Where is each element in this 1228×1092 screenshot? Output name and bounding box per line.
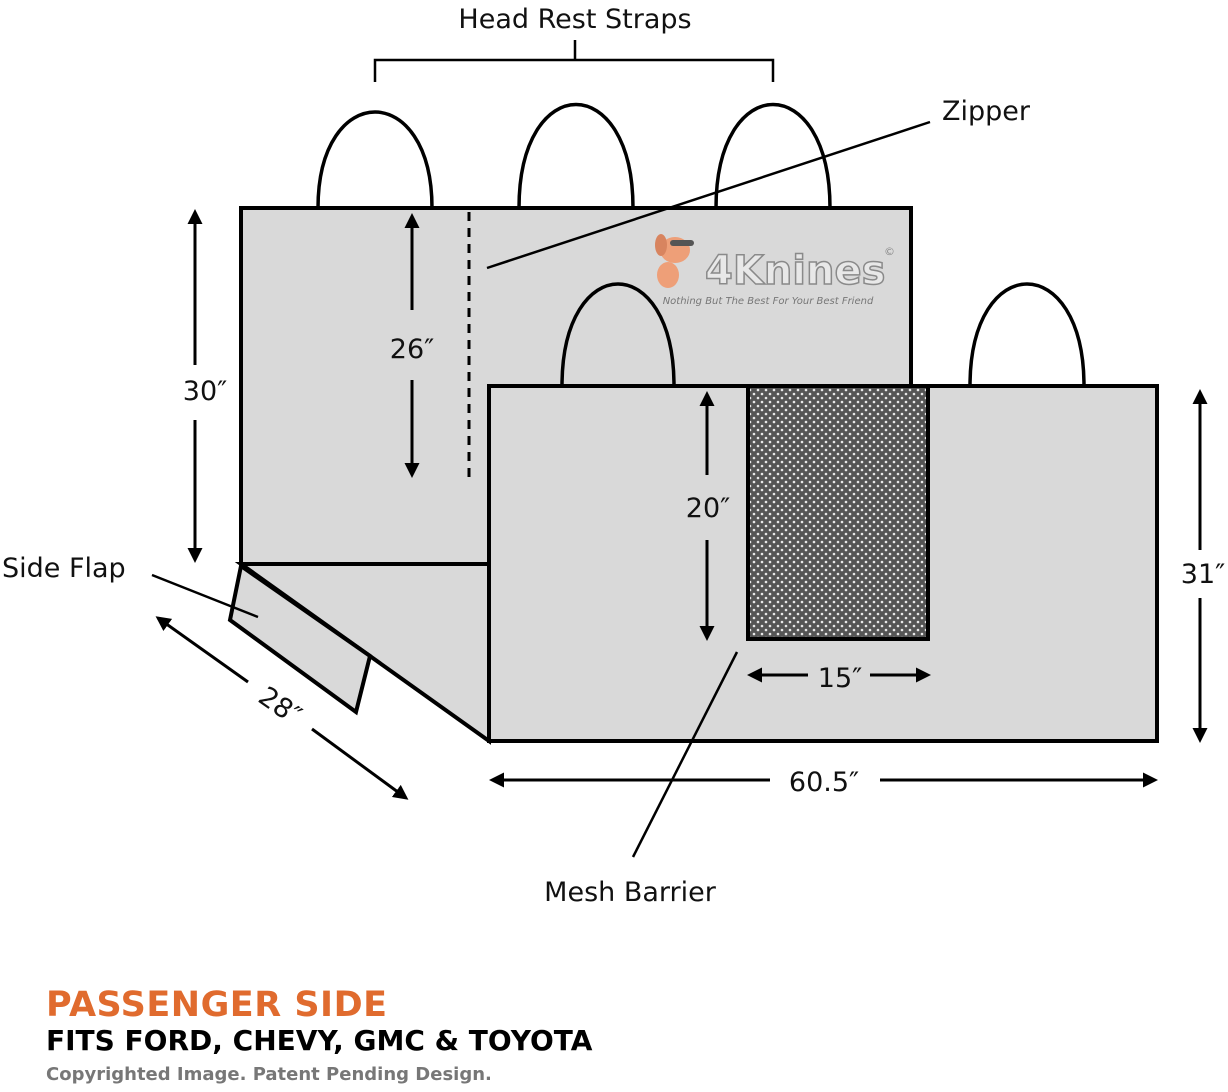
footer-title: PASSENGER SIDE: [46, 985, 388, 1025]
head-rest-strap-1: [316, 110, 434, 209]
footer-copyright: Copyrighted Image. Patent Pending Design…: [46, 1064, 492, 1085]
head-rest-strap-2: [517, 102, 635, 209]
front-strap-2: [968, 282, 1086, 387]
brand-name: 4Knines: [705, 248, 885, 294]
mesh-barrier-label: Mesh Barrier: [544, 877, 717, 908]
side-flap-label: Side Flap: [2, 553, 126, 584]
dim-28-arrow-top: [155, 616, 249, 684]
head-rest-straps-label: Head Rest Straps: [458, 4, 691, 35]
head-rest-strap-3: [714, 102, 832, 209]
dim-mesh-width: 15″: [818, 663, 862, 694]
zipper-label: Zipper: [942, 96, 1031, 127]
front-strap-1: [560, 282, 676, 387]
dim-depth: 28″: [253, 681, 307, 732]
dim-back-height: 30″: [183, 376, 227, 407]
dim-mesh-height: 20″: [686, 493, 730, 524]
brand-registered-mark: ©: [884, 245, 895, 258]
dim-width: 60.5″: [789, 767, 859, 798]
dim-zipper-height: 26″: [390, 334, 434, 365]
dim-front-height: 31″: [1181, 559, 1225, 590]
head-rest-bracket: [373, 40, 775, 82]
brand-tagline: Nothing But The Best For Your Best Frien…: [663, 296, 874, 307]
zipper-leader: [486, 120, 931, 270]
mesh-barrier-leader: [631, 651, 739, 858]
mesh-barrier: [746, 384, 930, 641]
dog-mascot-icon: [655, 234, 694, 288]
footer-subtitle: FITS FORD, CHEVY, GMC & TOYOTA: [46, 1024, 593, 1057]
dim-28-arrow-bottom: [311, 727, 409, 800]
brand-logo: 4Knines © Nothing But The Best For Your …: [655, 234, 895, 307]
side-flap: [227, 562, 373, 716]
side-flap-leader: [151, 573, 259, 619]
